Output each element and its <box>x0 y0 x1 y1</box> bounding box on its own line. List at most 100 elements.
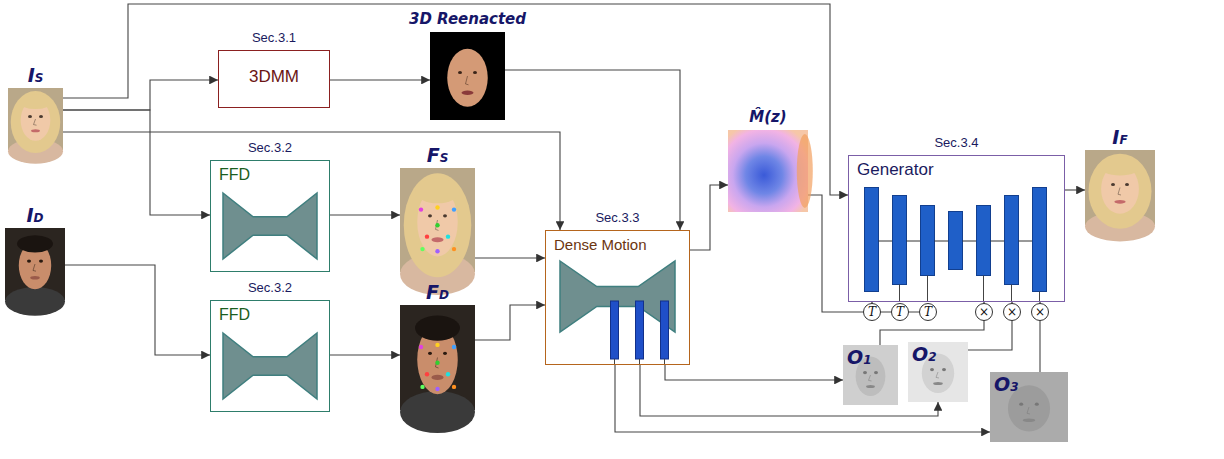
node-picture <box>5 228 65 300</box>
node-picture <box>728 130 808 212</box>
operator-symbol: × <box>1003 303 1021 321</box>
section-heading: Sec.3.4 <box>934 134 978 152</box>
process-box: Sec.3.3Dense Motion <box>545 230 690 365</box>
box-label: Dense Motion <box>554 235 647 255</box>
operator-link <box>927 276 928 302</box>
operator-holder: × <box>1031 303 1049 321</box>
landmark-dot <box>425 234 429 238</box>
operator-holder: T <box>919 303 937 321</box>
shoulders <box>5 287 65 316</box>
image-label: FD <box>426 283 449 304</box>
operator-symbol: × <box>1031 303 1049 321</box>
hair <box>415 316 460 341</box>
image-node: M̂(z) <box>728 130 808 212</box>
bar-wire <box>614 359 615 364</box>
photo-ground <box>990 372 1068 442</box>
section-heading: Sec.3.2 <box>248 279 292 297</box>
mouth <box>31 129 40 132</box>
landmark-dot <box>452 385 456 389</box>
photo-ground <box>908 342 968 402</box>
node-picture <box>8 88 63 150</box>
connector <box>505 70 680 230</box>
eye <box>1111 183 1115 186</box>
eye <box>874 371 878 374</box>
nose <box>1118 188 1121 196</box>
hair <box>1099 158 1141 176</box>
landmark-dot <box>452 345 456 349</box>
eye <box>473 71 477 74</box>
landmark-dot <box>420 247 424 251</box>
image-label: 3D Reenacted <box>409 10 526 28</box>
process-box: Sec.3.4Generator <box>848 155 1065 302</box>
connector <box>880 302 984 345</box>
eye <box>39 260 43 263</box>
mouth <box>30 276 40 280</box>
image-node: O2 <box>908 342 968 402</box>
connector <box>330 214 400 215</box>
landmark-dot <box>425 372 429 376</box>
box-label: 3DMM <box>249 67 299 87</box>
layer-link <box>879 241 893 242</box>
face <box>447 49 488 107</box>
photo-ground <box>843 345 898 405</box>
flow-edge <box>797 134 813 208</box>
process-box: Sec.3.2FFD <box>210 160 330 272</box>
bar-wire <box>639 359 640 364</box>
eye <box>1035 403 1039 406</box>
connector <box>63 80 218 110</box>
landmark-dot <box>452 207 456 211</box>
shoulders <box>400 391 475 433</box>
eye <box>930 368 934 371</box>
bar-wire <box>664 359 665 364</box>
generator-layer <box>977 206 991 276</box>
generator-layer <box>893 196 907 285</box>
nose <box>869 375 872 381</box>
eye <box>942 368 946 371</box>
landmark-dot <box>435 361 439 365</box>
process-box: Sec.3.2FFD <box>210 300 330 412</box>
eye <box>443 352 447 355</box>
generator-layer <box>1005 196 1019 285</box>
image-label: O2 <box>912 344 937 367</box>
image-label: IF <box>1112 128 1127 149</box>
landmark-dot <box>435 223 439 227</box>
landmark-dot <box>452 247 456 251</box>
operator-link <box>983 276 984 302</box>
landmark-dot <box>419 207 423 211</box>
generator-layer <box>921 206 935 276</box>
mouth <box>933 382 943 385</box>
connector <box>665 365 843 380</box>
image-node: FS <box>400 168 475 272</box>
landmark-dot <box>435 387 439 391</box>
connector <box>808 195 872 312</box>
landmark-dot <box>420 385 424 389</box>
nose <box>1027 407 1030 414</box>
operator-symbol: × <box>975 303 993 321</box>
mouth <box>1114 200 1125 204</box>
nose <box>466 76 469 85</box>
mouth <box>866 385 875 388</box>
image-node: O1 <box>843 345 898 405</box>
eye <box>428 214 432 217</box>
eye <box>458 71 462 74</box>
box-label: Generator <box>857 160 934 180</box>
hair <box>17 235 53 252</box>
hair <box>11 91 61 153</box>
landmark-dot <box>435 343 439 347</box>
mouth <box>1023 419 1035 423</box>
section-heading: Sec.3.1 <box>252 29 296 47</box>
eye <box>1019 403 1023 406</box>
operator-link <box>899 285 900 302</box>
node-picture <box>400 168 475 272</box>
image-node: IS <box>8 88 63 150</box>
landmark-dot <box>446 234 450 238</box>
operator-symbol: T <box>863 303 881 321</box>
feature-bar <box>611 301 619 359</box>
image-node: 3D Reenacted <box>430 32 505 120</box>
layer-link <box>991 241 1005 242</box>
image-node: ID <box>5 228 65 300</box>
encoder-decoder-shape <box>223 333 317 399</box>
mouth <box>432 237 444 242</box>
feature-bar <box>636 301 644 359</box>
